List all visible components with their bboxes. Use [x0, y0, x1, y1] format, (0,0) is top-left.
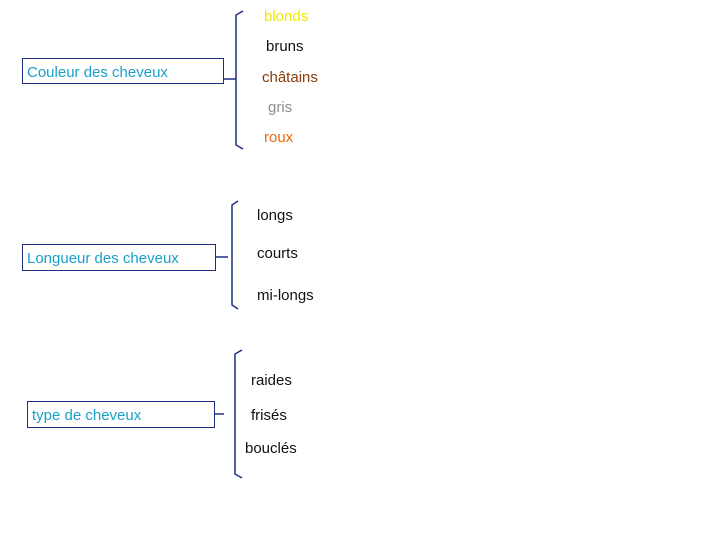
- item-gris: gris: [268, 99, 293, 116]
- item-bruns: bruns: [266, 38, 304, 55]
- box-longueur-des-cheveux: Longueur des cheveux: [22, 244, 216, 271]
- item-boucles: bouclés: [245, 440, 297, 457]
- item-courts: courts: [257, 245, 298, 262]
- item-mi-longs: mi-longs: [257, 287, 314, 304]
- item-frises: frisés: [251, 407, 287, 424]
- bracket-3: [234, 349, 243, 479]
- item-longs: longs: [257, 207, 293, 224]
- item-roux: roux: [264, 129, 294, 146]
- item-chatains: châtains: [262, 69, 318, 86]
- bracket-1: [235, 10, 244, 150]
- item-blonds: blonds: [264, 8, 309, 25]
- item-raides: raides: [251, 372, 292, 389]
- box-type-de-cheveux: type de cheveux: [27, 401, 215, 428]
- bracket-2: [231, 200, 239, 310]
- box-couleur-des-cheveux: Couleur des cheveux: [22, 58, 224, 84]
